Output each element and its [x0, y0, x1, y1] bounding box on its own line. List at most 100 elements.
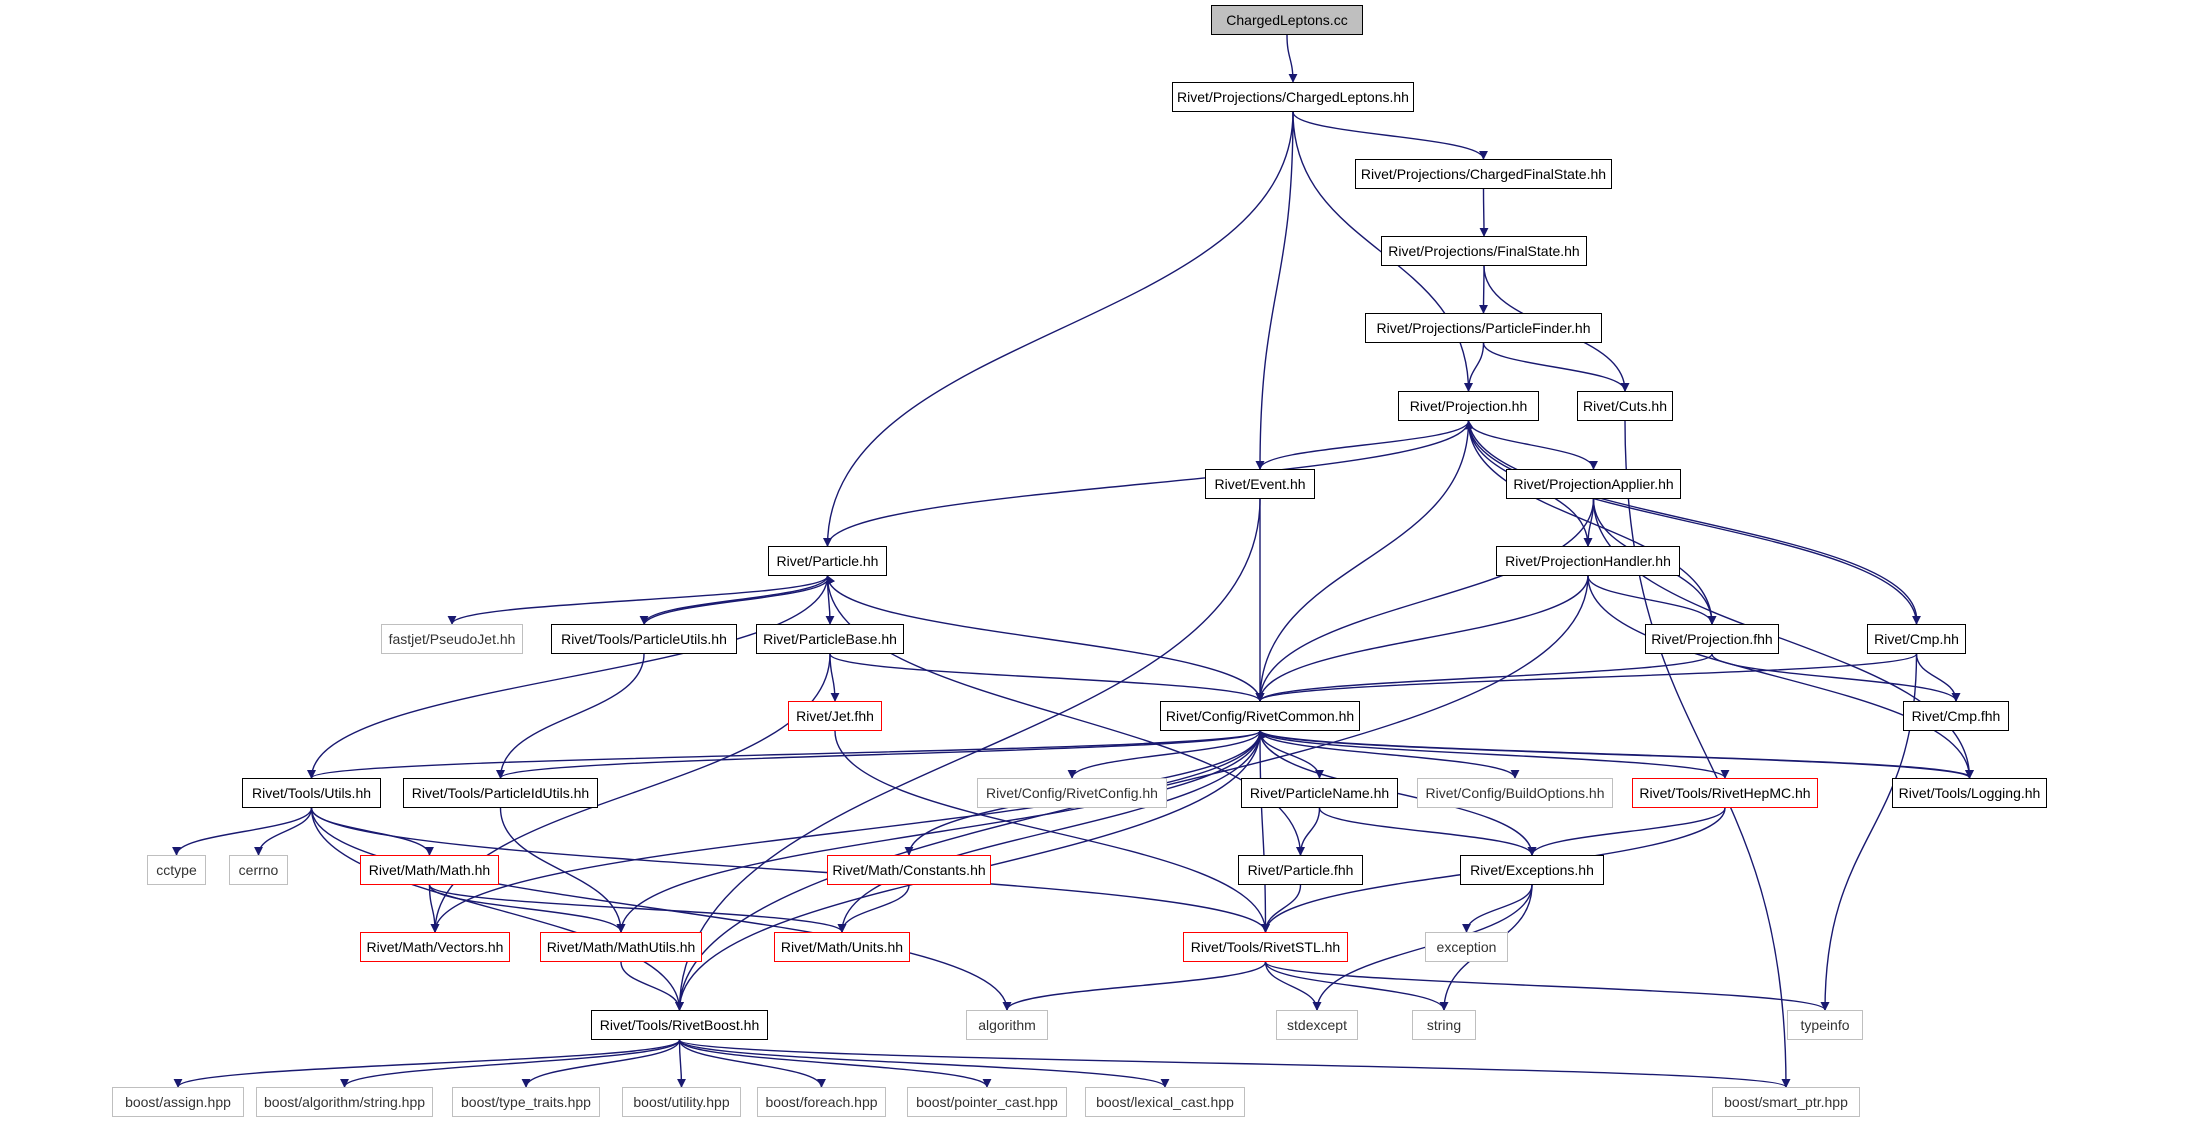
edge-projection-hh-to-event-hh — [1255, 420, 1470, 470]
node-tools-particle-utils-hh[interactable]: Rivet/Tools/ParticleUtils.hh — [551, 624, 737, 654]
edge-charged-leptons-cc-to-proj-charged-leptons-hh — [1286, 34, 1298, 83]
edge-proj-charged-final-state-hh-to-proj-final-state-hh — [1479, 188, 1489, 237]
edge-config-rivet-common-hh-to-tools-utils-hh — [307, 730, 1261, 779]
node-particle-base-hh[interactable]: Rivet/ParticleBase.hh — [756, 624, 904, 654]
node-tools-particle-id-utils-hh[interactable]: Rivet/Tools/ParticleIdUtils.hh — [403, 778, 598, 808]
node-boost-foreach-hpp[interactable]: boost/foreach.hpp — [757, 1087, 886, 1117]
node-projection-hh[interactable]: Rivet/Projection.hh — [1398, 391, 1539, 421]
edge-tools-particle-utils-hh-to-particle-hh — [643, 575, 836, 625]
node-cuts-hh[interactable]: Rivet/Cuts.hh — [1577, 391, 1673, 421]
node-boost-algorithm-string-hpp[interactable]: boost/algorithm/string.hpp — [256, 1087, 433, 1117]
edge-projection-handler-hh-to-projection-fhh — [1587, 575, 1717, 625]
node-particle-hh[interactable]: Rivet/Particle.hh — [768, 546, 887, 576]
node-charged-leptons-cc[interactable]: ChargedLeptons.cc — [1211, 5, 1363, 35]
node-boost-pointer-cast-hpp[interactable]: boost/pointer_cast.hpp — [907, 1087, 1067, 1117]
edge-proj-charged-leptons-hh-to-proj-charged-final-state-hh — [1292, 111, 1488, 160]
node-cctype[interactable]: cctype — [147, 855, 206, 885]
node-typeinfo[interactable]: typeinfo — [1787, 1010, 1863, 1040]
node-config-build-options-hh[interactable]: Rivet/Config/BuildOptions.hh — [1417, 778, 1613, 808]
node-algorithm[interactable]: algorithm — [966, 1010, 1048, 1040]
edge-tools-rivet-stl-hh-to-stdexcept — [1264, 961, 1322, 1011]
edge-projection-handler-hh-to-config-rivet-common-hh — [1255, 575, 1589, 702]
edge-math-math-hh-to-math-vectors-hh — [428, 884, 440, 933]
edge-tools-rivet-boost-hh-to-boost-algorithm-string-hpp — [340, 1039, 681, 1088]
edge-math-math-utils-hh-to-tools-rivet-boost-hh — [620, 961, 684, 1011]
edge-tools-rivet-stl-hh-to-string — [1264, 961, 1449, 1011]
edge-particle-hh-to-tools-particle-utils-hh — [639, 575, 829, 625]
node-jet-fhh[interactable]: Rivet/Jet.fhh — [788, 701, 882, 731]
node-particle-name-hh[interactable]: Rivet/ParticleName.hh — [1241, 778, 1398, 808]
node-boost-lexical-cast-hpp[interactable]: boost/lexical_cast.hpp — [1085, 1087, 1245, 1117]
node-tools-rivet-boost-hh[interactable]: Rivet/Tools/RivetBoost.hh — [591, 1010, 768, 1040]
node-boost-smart-ptr-hpp[interactable]: boost/smart_ptr.hpp — [1712, 1087, 1860, 1117]
node-exceptions-hh[interactable]: Rivet/Exceptions.hh — [1460, 855, 1604, 885]
node-cmp-hh[interactable]: Rivet/Cmp.hh — [1867, 624, 1966, 654]
edge-config-rivet-common-hh-to-math-math-utils-hh — [616, 730, 1261, 933]
edge-particle-name-hh-to-exceptions-hh — [1318, 807, 1537, 856]
edge-projection-hh-to-projection-applier-hh — [1467, 420, 1598, 470]
node-projection-applier-hh[interactable]: Rivet/ProjectionApplier.hh — [1506, 469, 1681, 499]
edge-config-rivet-common-hh-to-math-vectors-hh — [430, 730, 1261, 933]
edge-tools-rivet-boost-hh-to-boost-lexical-cast-hpp — [678, 1039, 1170, 1088]
node-projections-charged-leptons-hh[interactable]: Rivet/Projections/ChargedLeptons.hh — [1172, 82, 1414, 112]
node-math-math-hh[interactable]: Rivet/Math/Math.hh — [360, 855, 499, 885]
node-projections-charged-final-state-hh[interactable]: Rivet/Projections/ChargedFinalState.hh — [1355, 159, 1612, 189]
edge-projection-hh-to-config-rivet-common-hh — [1255, 420, 1470, 702]
node-stdexcept[interactable]: stdexcept — [1276, 1010, 1358, 1040]
edge-projection-applier-hh-to-config-rivet-common-hh — [1255, 498, 1595, 702]
node-tools-rivet-hepmc-hh[interactable]: Rivet/Tools/RivetHepMC.hh — [1632, 778, 1818, 808]
node-projections-particle-finder-hh[interactable]: Rivet/Projections/ParticleFinder.hh — [1365, 313, 1602, 343]
edge-cmp-hh-to-cmp-fhh — [1915, 653, 1961, 702]
edge-config-rivet-common-hh-to-tools-rivet-hepmc-hh — [1259, 730, 1730, 779]
edge-exceptions-hh-to-exception — [1462, 884, 1533, 933]
edge-tools-particle-id-utils-hh-to-math-math-utils-hh — [499, 807, 626, 933]
edge-tools-utils-hh-to-tools-rivet-stl-hh — [310, 807, 1270, 933]
edge-tools-rivet-hepmc-hh-to-exceptions-hh — [1527, 807, 1726, 856]
node-boost-utility-hpp[interactable]: boost/utility.hpp — [622, 1087, 741, 1117]
edge-cmp-hh-to-projection-hh — [1465, 420, 1918, 625]
edge-particle-hh-to-tools-utils-hh — [307, 575, 829, 779]
node-math-constants-hh[interactable]: Rivet/Math/Constants.hh — [827, 855, 991, 885]
edge-projection-fhh-to-config-rivet-common-hh — [1255, 653, 1713, 702]
node-math-math-utils-hh[interactable]: Rivet/Math/MathUtils.hh — [540, 932, 702, 962]
edge-tools-rivet-boost-hh-to-boost-pointer-cast-hpp — [678, 1039, 992, 1088]
edge-projection-handler-hh-to-tools-logging-hh — [1587, 575, 1974, 779]
node-config-rivet-config-hh[interactable]: Rivet/Config/RivetConfig.hh — [977, 778, 1167, 808]
edge-projection-hh-to-particle-hh — [823, 420, 1470, 547]
node-boost-type-traits-hpp[interactable]: boost/type_traits.hpp — [452, 1087, 600, 1117]
node-tools-utils-hh[interactable]: Rivet/Tools/Utils.hh — [242, 778, 381, 808]
node-exception[interactable]: exception — [1425, 932, 1508, 962]
edge-projection-fhh-to-cmp-fhh — [1711, 653, 1961, 702]
edge-tools-utils-hh-to-math-math-hh — [310, 807, 434, 856]
node-cmp-fhh[interactable]: Rivet/Cmp.fhh — [1903, 701, 2009, 731]
edge-event-hh-to-tools-rivet-boost-hh — [675, 498, 1261, 1011]
node-config-rivet-common-hh[interactable]: Rivet/Config/RivetCommon.hh — [1160, 701, 1360, 731]
edge-proj-final-state-hh-to-proj-particle-finder-hh — [1479, 265, 1489, 314]
node-projection-fhh[interactable]: Rivet/Projection.fhh — [1645, 624, 1779, 654]
edge-math-math-hh-to-math-math-utils-hh — [428, 884, 626, 933]
node-fastjet-pseudojet-hh[interactable]: fastjet/PseudoJet.hh — [381, 624, 523, 654]
node-cerrno[interactable]: cerrno — [229, 855, 288, 885]
node-tools-logging-hh[interactable]: Rivet/Tools/Logging.hh — [1892, 778, 2047, 808]
edge-proj-charged-leptons-hh-to-event-hh — [1255, 111, 1294, 470]
node-boost-assign-hpp[interactable]: boost/assign.hpp — [112, 1087, 244, 1117]
node-projection-handler-hh[interactable]: Rivet/ProjectionHandler.hh — [1496, 546, 1680, 576]
edge-exceptions-hh-to-stdexcept — [1312, 884, 1533, 1011]
node-tools-rivet-stl-hh[interactable]: Rivet/Tools/RivetSTL.hh — [1183, 932, 1348, 962]
edge-config-rivet-common-hh-to-tools-rivet-stl-hh — [1259, 730, 1270, 933]
edge-tools-rivet-boost-hh-to-boost-smart-ptr-hpp — [678, 1039, 1791, 1088]
edge-config-rivet-common-hh-to-math-units-hh — [837, 730, 1261, 933]
edge-tools-utils-hh-to-cctype — [172, 807, 313, 856]
node-event-hh[interactable]: Rivet/Event.hh — [1205, 469, 1315, 499]
node-particle-fhh[interactable]: Rivet/Particle.fhh — [1238, 855, 1363, 885]
edge-particle-fhh-to-tools-rivet-stl-hh — [1261, 884, 1302, 933]
node-string[interactable]: string — [1412, 1010, 1476, 1040]
edge-tools-rivet-stl-hh-to-typeinfo — [1264, 961, 1830, 1011]
edge-particle-base-hh-to-config-rivet-common-hh — [829, 653, 1265, 702]
edge-particle-hh-to-fastjet-pseudojet-hh — [447, 575, 829, 625]
node-projections-final-state-hh[interactable]: Rivet/Projections/FinalState.hh — [1381, 236, 1587, 266]
node-math-vectors-hh[interactable]: Rivet/Math/Vectors.hh — [360, 932, 510, 962]
node-math-units-hh[interactable]: Rivet/Math/Units.hh — [774, 932, 910, 962]
